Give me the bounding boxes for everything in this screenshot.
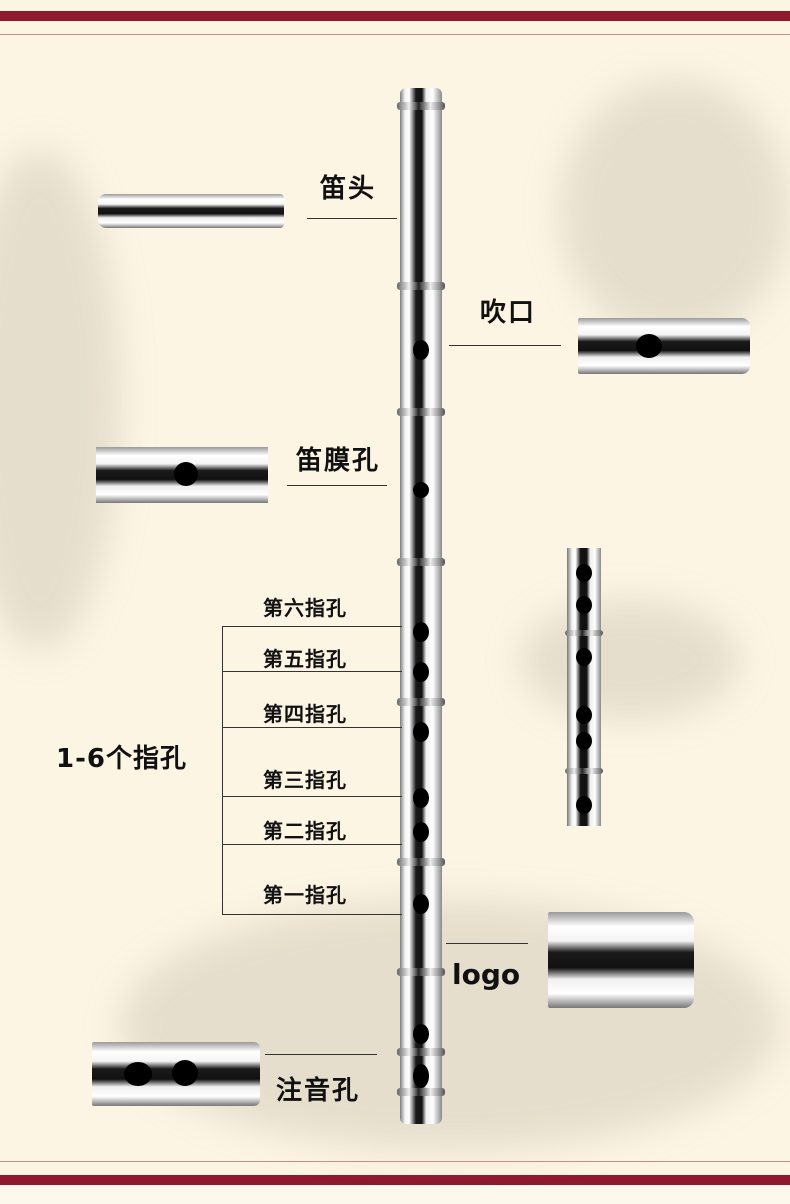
finger-divider bbox=[222, 796, 402, 797]
finger-hole-5-label: 第五指孔 bbox=[263, 647, 347, 671]
mouth-hole bbox=[413, 340, 429, 360]
mouth-hole-leader-line bbox=[449, 345, 561, 346]
flute-ring bbox=[565, 768, 603, 774]
tuning-hole bbox=[413, 1024, 429, 1044]
tuning-holes-label: 注音孔 bbox=[276, 1076, 361, 1106]
finger-divider bbox=[222, 626, 402, 627]
finger-hole-5 bbox=[413, 662, 429, 682]
finger-holes-group-label: 1-6个指孔 bbox=[56, 744, 187, 774]
finger-hole-6-label: 第六指孔 bbox=[263, 596, 347, 620]
flute-ring bbox=[397, 408, 445, 416]
bottom-margin bbox=[0, 1185, 790, 1204]
main-flute bbox=[397, 88, 445, 1124]
membrane-hole-icon bbox=[174, 462, 198, 486]
mouth-hole-icon bbox=[636, 334, 662, 358]
bottom-band bbox=[0, 1175, 790, 1185]
tuning-hole-icon bbox=[124, 1062, 152, 1086]
finger-divider bbox=[222, 727, 402, 728]
finger-hole-3 bbox=[413, 788, 429, 808]
flute-ring bbox=[397, 968, 445, 976]
finger-hole-6 bbox=[413, 622, 429, 642]
finger-hole-2-label: 第二指孔 bbox=[263, 819, 347, 843]
membrane-hole bbox=[413, 482, 429, 498]
finger-hole-3-label: 第三指孔 bbox=[263, 768, 347, 792]
finger-divider bbox=[222, 914, 402, 915]
flute-ring bbox=[397, 282, 445, 290]
hole-icon bbox=[576, 796, 592, 814]
logo-closeup bbox=[548, 912, 694, 1008]
membrane-hole-label: 笛膜孔 bbox=[296, 446, 381, 476]
finger-hole-1 bbox=[413, 894, 429, 914]
membrane-hole-closeup bbox=[96, 447, 268, 503]
ink-trees-right bbox=[520, 600, 740, 720]
hole-icon bbox=[576, 732, 592, 750]
flute-ring bbox=[397, 698, 445, 706]
membrane-hole-leader-line bbox=[287, 485, 387, 486]
flute-ring bbox=[397, 1088, 445, 1096]
tuning-holes-leader-line bbox=[265, 1054, 377, 1055]
flute-ring bbox=[565, 630, 603, 636]
finger-hole-2 bbox=[413, 822, 429, 842]
ink-mountain-right bbox=[560, 80, 790, 340]
hole-icon bbox=[576, 596, 592, 614]
finger-hole-1-label: 第一指孔 bbox=[263, 883, 347, 907]
flute-ring bbox=[397, 858, 445, 866]
mouth-hole-label: 吹口 bbox=[480, 298, 537, 328]
head-leader-line bbox=[307, 218, 397, 219]
top-band bbox=[0, 11, 790, 21]
finger-holes-bracket bbox=[222, 626, 223, 915]
head-label: 笛头 bbox=[320, 174, 377, 204]
mouth-hole-closeup bbox=[578, 318, 750, 374]
head-closeup bbox=[98, 194, 284, 228]
logo-label: logo bbox=[452, 958, 521, 991]
flute-ring bbox=[397, 558, 445, 566]
finger-holes-closeup bbox=[565, 548, 603, 826]
top-thin-line bbox=[0, 34, 790, 35]
finger-divider bbox=[222, 671, 402, 672]
tuning-hole bbox=[413, 1064, 429, 1088]
hole-icon bbox=[576, 706, 592, 724]
bottom-thin-line bbox=[0, 1161, 790, 1162]
hole-icon bbox=[576, 648, 592, 666]
finger-hole-4 bbox=[413, 722, 429, 742]
flute-ring bbox=[397, 1048, 445, 1056]
tuning-holes-closeup bbox=[92, 1042, 260, 1106]
flute-ring bbox=[397, 102, 445, 110]
tuning-hole-icon bbox=[172, 1060, 198, 1086]
finger-hole-4-label: 第四指孔 bbox=[263, 702, 347, 726]
logo-leader-line bbox=[446, 943, 528, 944]
finger-divider bbox=[222, 844, 402, 845]
hole-icon bbox=[576, 564, 592, 582]
